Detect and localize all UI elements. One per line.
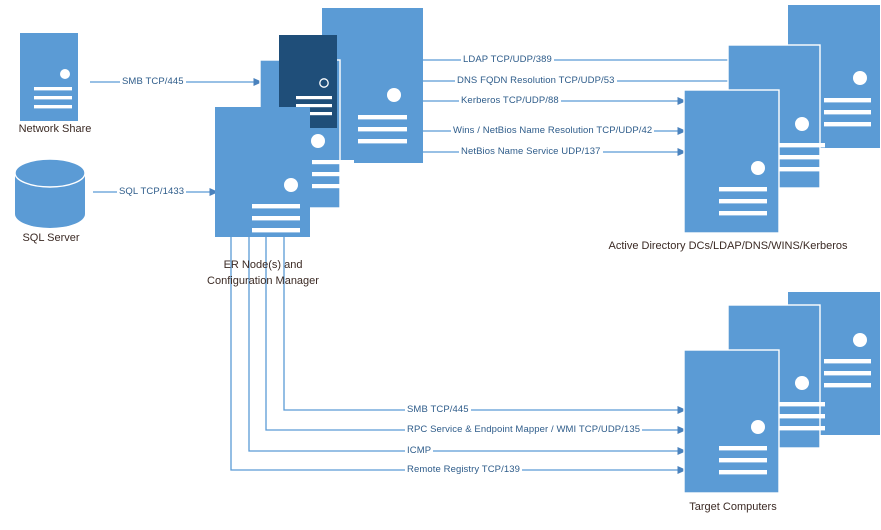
target-server-front-led: [751, 420, 765, 434]
er-server-mid-led: [311, 134, 325, 148]
ad-server-mid-slot: [778, 155, 825, 160]
caption-sql-server: SQL Server: [22, 232, 80, 244]
er-server-primary-slot: [296, 112, 332, 116]
node-er-cluster[interactable]: [215, 8, 423, 237]
target-server-back-led: [853, 333, 867, 347]
target-server-mid-slot: [778, 414, 825, 419]
target-server-front-body: [683, 349, 780, 494]
ad-server-front-slot: [719, 187, 767, 192]
flow-label-sql-server: SQL TCP/1433: [117, 186, 187, 197]
caption-active-directory: Active Directory DCs/LDAP/DNS/WINS/Kerbe…: [608, 240, 848, 252]
ad-server-front-body: [683, 89, 780, 234]
ad-server-front-slot: [719, 211, 767, 216]
ad-server-front-led: [751, 161, 765, 175]
er-server-back-led: [387, 88, 401, 102]
er-server-back-slot: [358, 127, 407, 132]
target-server-mid-led: [795, 376, 809, 390]
flow-label-smb-network-share: SMB TCP/445: [120, 76, 186, 87]
target-server-back-slot: [824, 359, 871, 364]
ad-server-front-slot: [719, 199, 767, 204]
caption-er-node-line1: ER Node(s) and: [223, 259, 303, 271]
node-active-directory[interactable]: [683, 5, 880, 234]
target-server-mid-slot: [778, 426, 825, 431]
er-server-back-slot: [358, 115, 407, 120]
target-server-mid-slot: [778, 402, 825, 407]
flow-label-netbios-name-service: NetBios Name Service UDP/137: [459, 146, 603, 157]
er-server-front-slot: [252, 228, 300, 233]
ad-server-back-slot: [824, 122, 871, 127]
er-server-primary-slot: [296, 104, 332, 108]
flow-label-kerberos: Kerberos TCP/UDP/88: [459, 95, 561, 106]
caption-network-share: Network Share: [18, 123, 92, 135]
ad-server-mid-slot: [778, 167, 825, 172]
connector-smb-target: [283, 237, 687, 414]
flow-label-dns: DNS FQDN Resolution TCP/UDP/53: [455, 75, 617, 86]
er-server-front-led: [284, 178, 298, 192]
ad-server-mid-slot: [778, 143, 825, 148]
er-server-front-slot: [252, 204, 300, 209]
ad-server-back-slot: [824, 110, 871, 115]
sql-cylinder-body: [15, 173, 85, 228]
er-server-mid-slot: [312, 184, 354, 189]
node-sql-server[interactable]: [14, 158, 86, 228]
er-server-back-slot: [358, 139, 407, 144]
network-share-led: [60, 69, 70, 79]
target-server-back-slot: [824, 383, 871, 388]
target-server-front-slot: [719, 446, 767, 451]
er-server-primary-led: [319, 78, 329, 88]
target-server-front-slot: [719, 458, 767, 463]
er-server-front-slot: [252, 216, 300, 221]
ad-server-back-slot: [824, 98, 871, 103]
connector-icmp-target: [248, 237, 687, 455]
flow-label-icmp-target: ICMP: [405, 445, 434, 456]
connector-remote-registry-target: [230, 237, 687, 474]
flow-label-remote-registry-target: Remote Registry TCP/139: [405, 464, 523, 475]
er-server-mid-slot: [312, 172, 354, 177]
flow-label-smb-target: SMB TCP/445: [405, 404, 471, 415]
er-server-primary-slot: [296, 96, 332, 100]
target-server-back-slot: [824, 371, 871, 376]
target-server-front-slot: [719, 470, 767, 475]
ad-server-back-led: [853, 71, 867, 85]
network-share-slot: [34, 105, 72, 109]
node-network-share[interactable]: [20, 33, 78, 121]
ad-server-mid-led: [795, 117, 809, 131]
er-server-mid-slot: [312, 160, 354, 165]
node-target-computers[interactable]: [683, 292, 880, 494]
flow-label-wins-netbios-resolution: Wins / NetBios Name Resolution TCP/UDP/4…: [451, 125, 655, 136]
sql-cylinder-top: [14, 158, 86, 188]
caption-er-node-line2: Configuration Manager: [207, 275, 319, 287]
er-server-front-body: [215, 107, 310, 237]
network-share-slot: [34, 96, 72, 100]
network-share-slot: [34, 87, 72, 91]
flow-label-rpc-wmi-target: RPC Service & Endpoint Mapper / WMI TCP/…: [405, 424, 643, 435]
caption-target-computers: Target Computers: [689, 501, 777, 513]
flow-label-ldap: LDAP TCP/UDP/389: [461, 54, 554, 65]
